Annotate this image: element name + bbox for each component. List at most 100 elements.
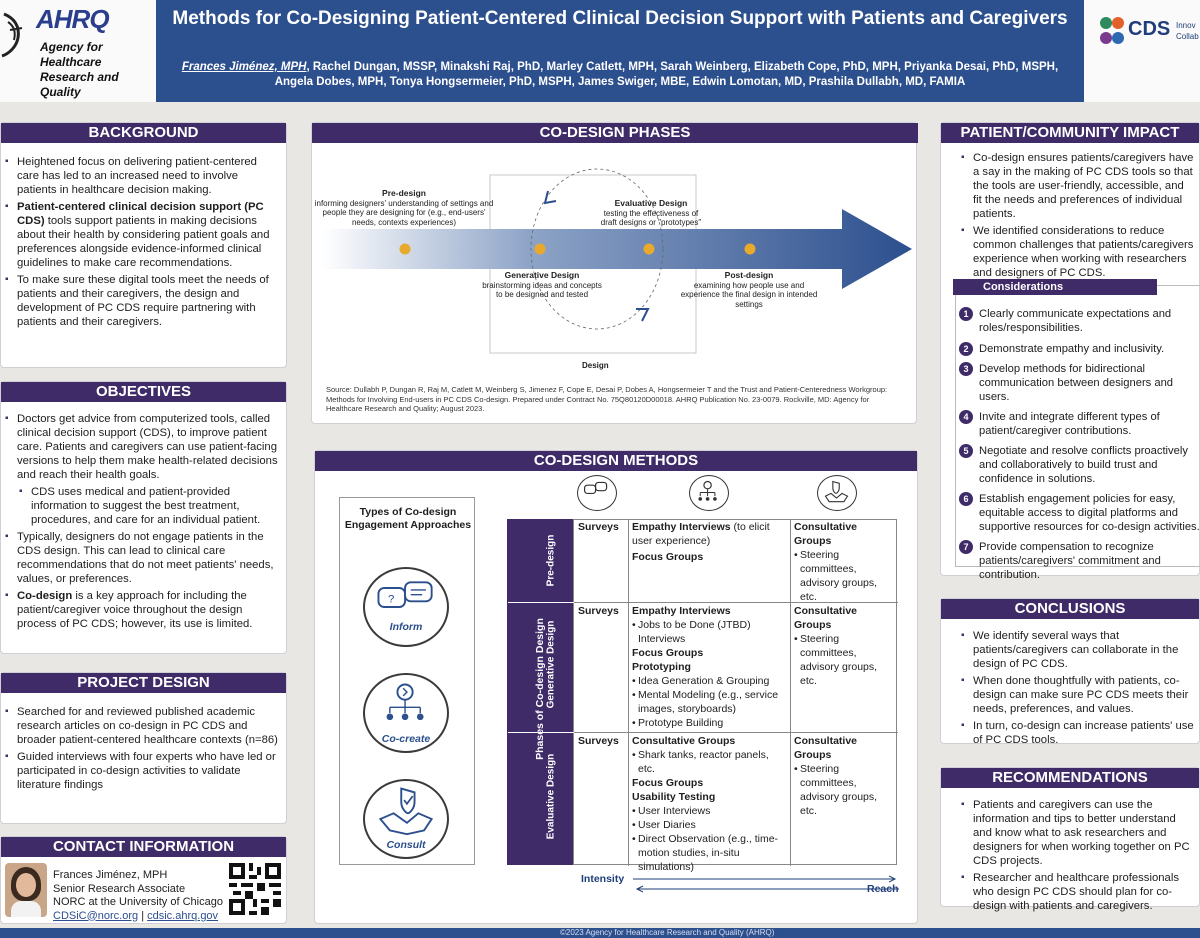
cds-logo-text: CDS [1128, 18, 1171, 40]
conclusions-list: We identify several ways that patients/c… [941, 619, 1199, 747]
cell-pre-design-methods: Empathy Interviews (to elicit user exper… [632, 521, 770, 563]
recommendations-list: Patients and caregivers can use the info… [941, 788, 1199, 913]
contact-role: Senior Research Associate [53, 882, 186, 895]
avatar [5, 863, 47, 917]
methods-heading: CO-DESIGN METHODS [315, 451, 917, 471]
approaches-title: Types of Co-design Engagement Approaches [344, 506, 472, 531]
objectives-item: Doctors get advice from computerized too… [5, 412, 280, 482]
consult-column-icon [817, 475, 857, 511]
contact-site-link[interactable]: cdsic.ahrq.gov [147, 909, 219, 922]
recommendations-panel: RECOMMENDATIONS Patients and caregivers … [940, 767, 1200, 912]
header-left-logo-area [0, 0, 160, 102]
hhs-eagle-icon [1, 12, 23, 58]
footer-bar [0, 928, 1200, 938]
conclusions-item: We identify several ways that patients/c… [961, 629, 1195, 671]
cell-pre-design-consult: Consultative Groups Steering committees,… [794, 520, 894, 604]
phases-axis-label: Phases of Co-design Design [534, 618, 546, 760]
objectives-list: Doctors get advice from computerized too… [1, 402, 286, 482]
project-design-list: Searched for and reviewed published acad… [1, 693, 286, 792]
consult-icon [363, 779, 449, 859]
cell-surveys: Surveys [578, 735, 619, 747]
impact-item: Co-design ensures patients/caregivers ha… [961, 151, 1195, 221]
post-design-dot [744, 243, 756, 255]
contact-name: Frances Jiménez, MPH [53, 869, 168, 881]
evaluative-dot [643, 243, 655, 255]
author-list: Frances Jiménez, MPH, Rachel Dungan, MSS… [170, 60, 1070, 90]
row-divider [574, 732, 898, 733]
objectives-list-cont: Typically, designers do not engage patie… [1, 530, 286, 631]
considerations-heading: Considerations [953, 279, 1157, 295]
conclusions-heading: CONCLUSIONS [941, 599, 1199, 619]
cds-logo-subtext: Innov Collab [1176, 21, 1199, 41]
impact-heading: PATIENT/COMMUNITY IMPACT [941, 123, 1199, 143]
footer-text: ©2023 Agency for Healthcare Research and… [560, 928, 775, 937]
conclusions-item: When done thoughtfully with patients, co… [961, 674, 1195, 716]
title-banner [156, 0, 1084, 102]
contact-links: CDSiC@norc.org | cdsic.ahrq.gov [53, 909, 219, 922]
svg-text:?: ? [388, 593, 394, 605]
generative-dot [534, 243, 546, 255]
axis-divider [508, 602, 574, 603]
conclusions-panel: CONCLUSIONS We identify several ways tha… [940, 598, 1200, 747]
phases-heading: CO-DESIGN PHASES [312, 123, 918, 143]
phases-diagram [322, 168, 912, 354]
approach-co-create: Co-create [381, 733, 431, 745]
qr-code[interactable] [229, 863, 281, 915]
background-list: Heightened focus on delivering patient-c… [1, 143, 286, 329]
co-create-column-icon [689, 475, 729, 511]
background-panel: BACKGROUND Heightened focus on deliverin… [0, 122, 287, 368]
project-design-item: Searched for and reviewed published acad… [5, 705, 280, 747]
contact-email-link[interactable]: CDSiC@norc.org [53, 909, 139, 922]
objectives-subitem: CDS uses medical and patient-provided in… [5, 485, 280, 527]
objectives-sublist: CDS uses medical and patient-provided in… [1, 485, 286, 527]
other-authors: , Rachel Dungan, MSSP, Minakshi Raj, PhD… [274, 61, 1059, 88]
cell-generative-methods: Empathy Interviews Jobs to be Done (JTBD… [632, 604, 788, 730]
first-author: Frances Jiménez, MPH [181, 61, 307, 73]
poster-title: Methods for Co-Designing Patient-Centere… [172, 8, 1068, 29]
contact-heading: CONTACT INFORMATION [1, 837, 286, 857]
cycle-arrow-icon [543, 190, 557, 205]
impact-panel: PATIENT/COMMUNITY IMPACT Co-design ensur… [940, 122, 1200, 581]
row-label-pre-design: Pre-design [545, 534, 557, 587]
col-divider [628, 520, 629, 866]
contact-org: NORC at the University of Chicago [53, 896, 223, 908]
methods-table: Surveys Empathy Interviews (to elicit us… [508, 519, 898, 873]
phases-source: Source: Dullabh P, Dungan R, Raj M, Catl… [326, 385, 888, 413]
cycle-arrow-icon [636, 308, 650, 322]
row-label-generative: Generative Design [545, 620, 557, 709]
contact-panel: CONTACT INFORMATION Frances Jiménez, MPH… [0, 836, 287, 924]
impact-item: We identified considerations to reduce c… [961, 224, 1195, 280]
axis-divider [508, 732, 574, 733]
background-heading: BACKGROUND [1, 123, 286, 143]
cell-evaluative-methods: Consultative Groups Shark tanks, reactor… [632, 734, 788, 874]
inform-icon: ? [363, 567, 449, 647]
phases-axis [507, 519, 573, 865]
row-divider [574, 602, 898, 603]
project-design-heading: PROJECT DESIGN [1, 673, 286, 693]
row-label-evaluative: Evaluative Design [545, 753, 557, 840]
impact-list: Co-design ensures patients/caregivers ha… [941, 143, 1199, 280]
background-item: To make sure these digital tools meet th… [5, 273, 280, 329]
cell-evaluative-consult: Consultative Groups Steering committees,… [794, 734, 894, 818]
recommendations-item: Researcher and healthcare professionals … [961, 871, 1195, 913]
contact-details: Frances Jiménez, MPH Senior Research Ass… [53, 869, 223, 923]
co-create-icon [363, 673, 449, 753]
col-divider [790, 520, 791, 866]
header-right-logo-area [1084, 0, 1200, 102]
intensity-label: Intensity [581, 873, 625, 885]
recommendations-heading: RECOMMENDATIONS [941, 768, 1199, 788]
objectives-item: Typically, designers do not engage patie… [5, 530, 280, 586]
methods-panel: CO-DESIGN METHODS Types of Co-design Eng… [314, 450, 918, 924]
cell-surveys: Surveys [578, 605, 619, 617]
